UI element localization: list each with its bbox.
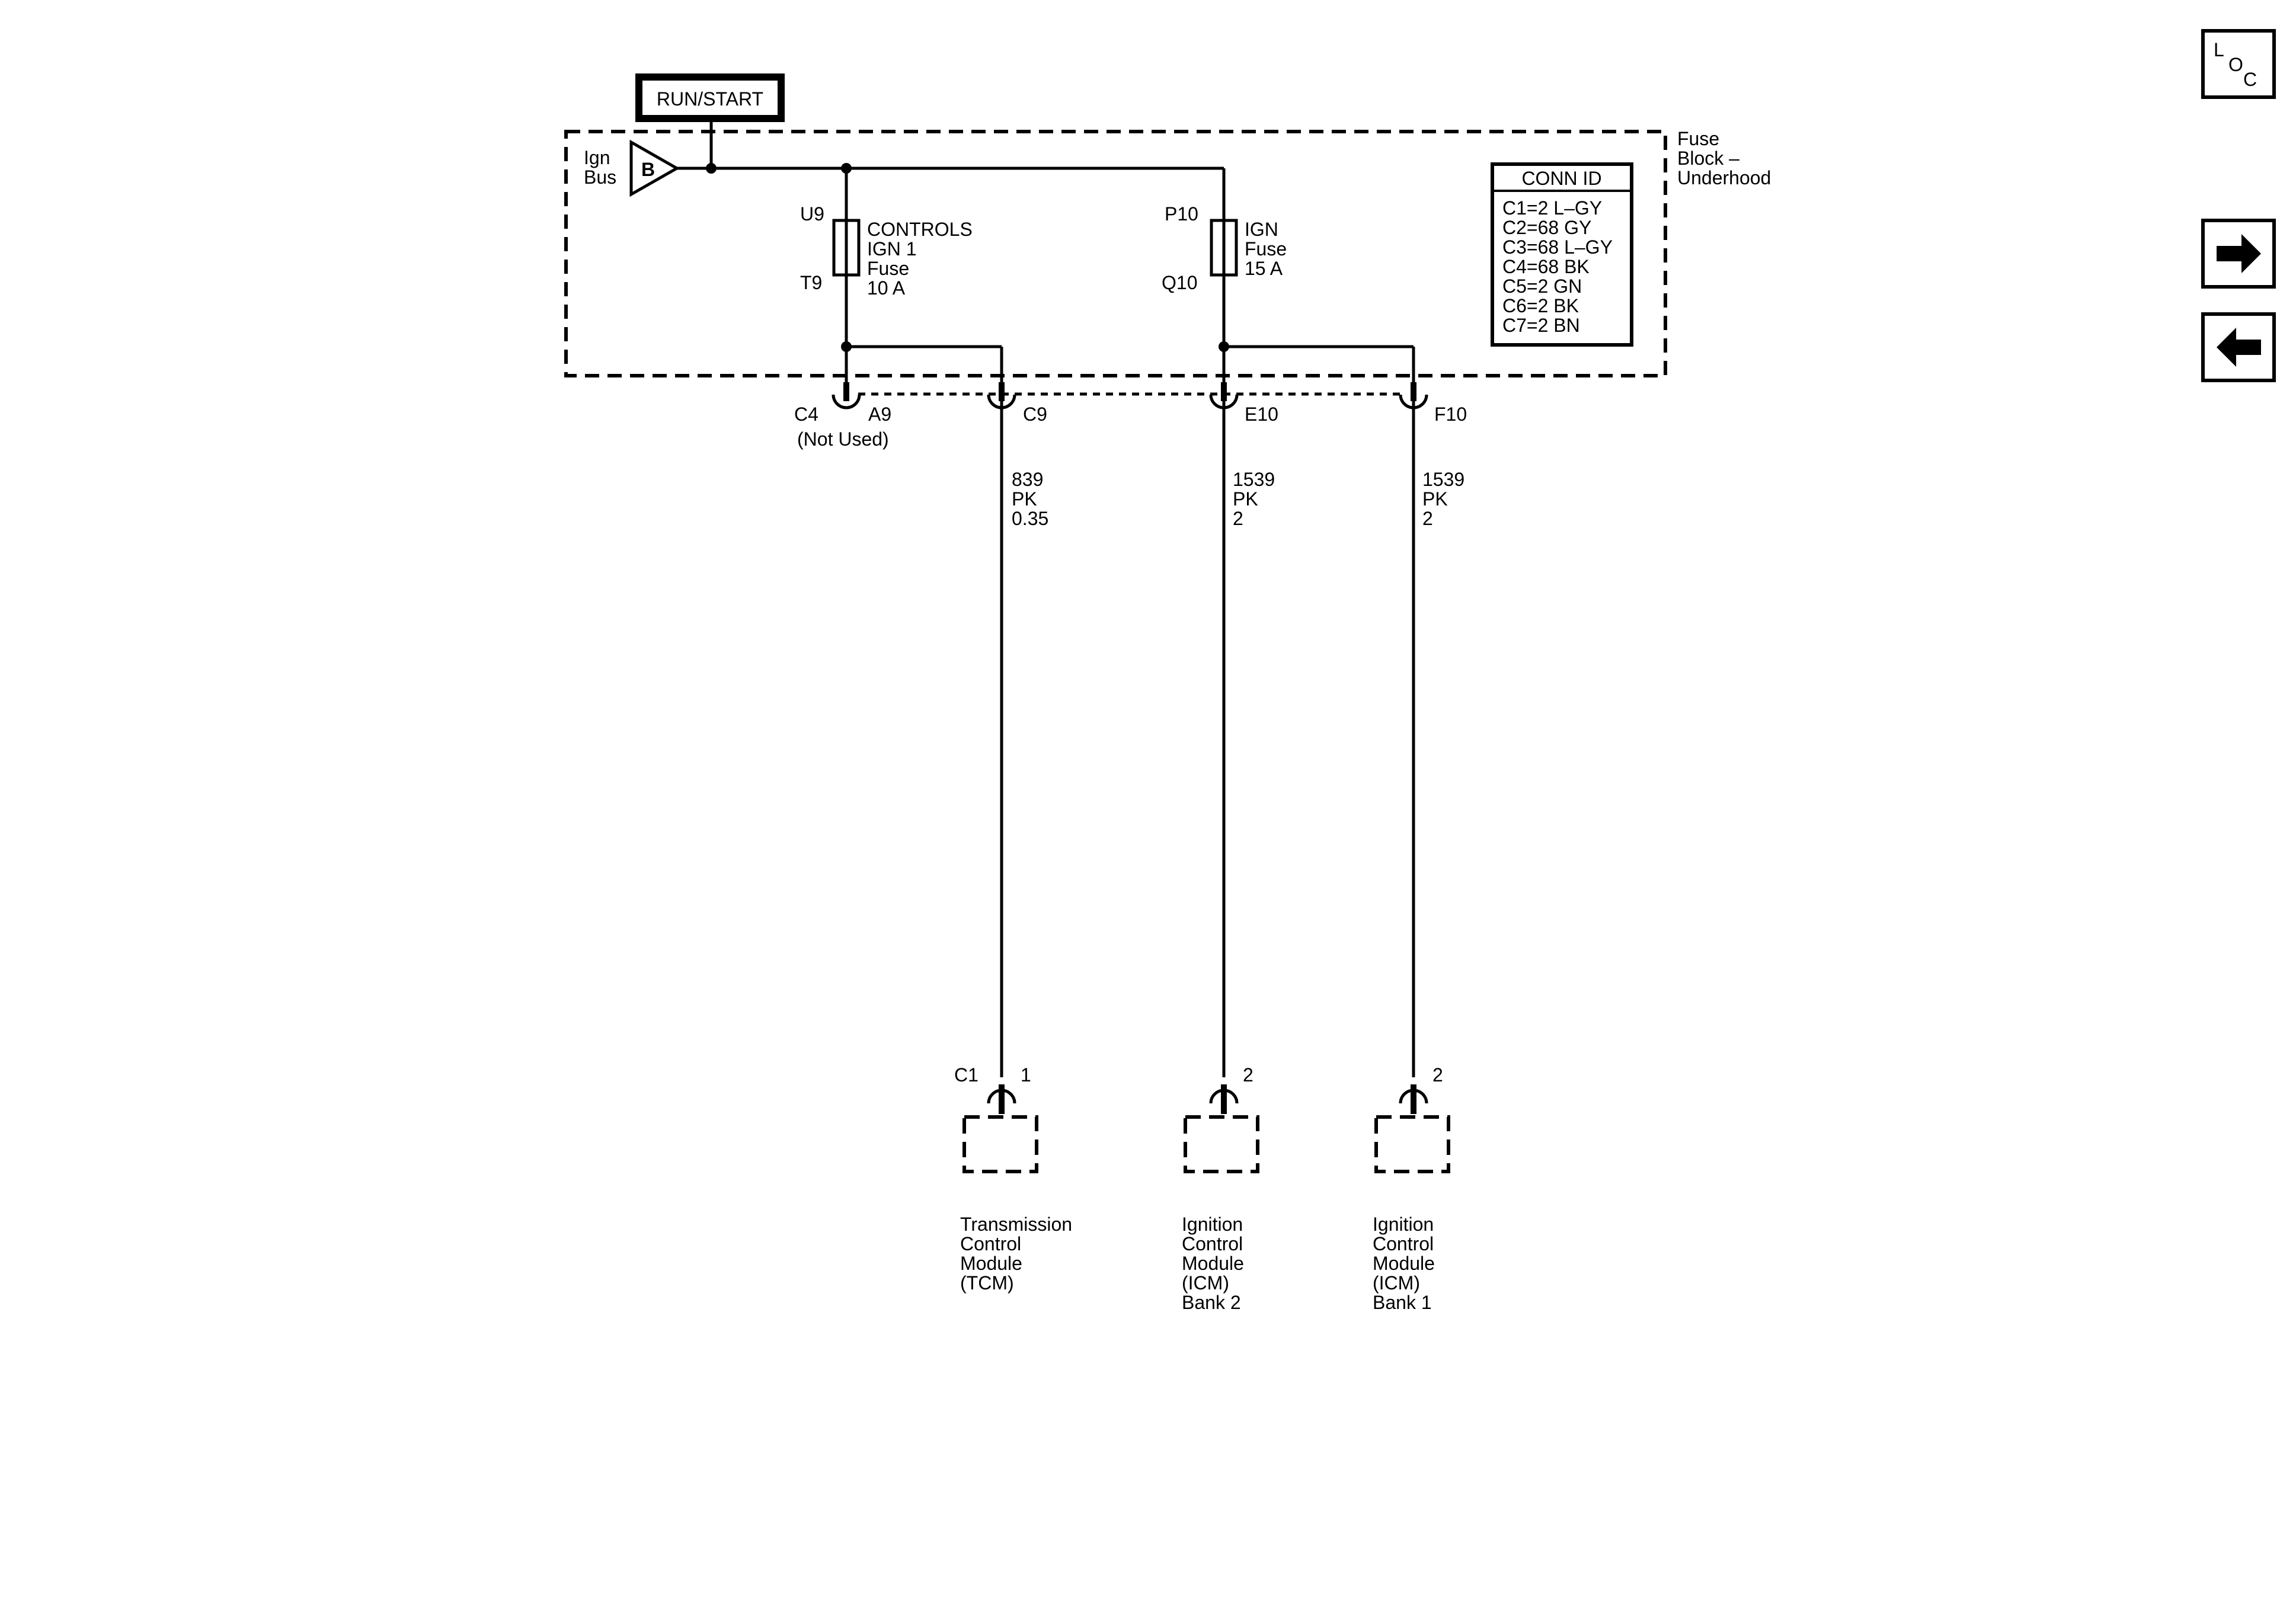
icm-bank1-name-line: Control (1373, 1233, 1434, 1254)
conn-id-title: CONN ID (1521, 168, 1601, 189)
bus-label-line1: Ign (584, 147, 610, 168)
pin-label-c4: C4 (794, 404, 818, 425)
next-page-button[interactable] (2201, 219, 2276, 289)
wire1-gauge: 0.35 (1012, 508, 1048, 529)
icm-bank1-name-line: Ignition (1373, 1214, 1434, 1235)
pin-label-f10: F10 (1434, 404, 1467, 425)
conn-id-row: C2=68 GY (1502, 217, 1591, 238)
fuse2-label-line2: Fuse (1245, 238, 1287, 260)
icm-bank2-name-line: Module (1182, 1253, 1244, 1274)
fuse2-top-terminal: P10 (1165, 203, 1198, 225)
tcm-connector-label: C1 (954, 1064, 978, 1086)
power-source-text: RUN/START (657, 88, 763, 110)
fuse1-top-terminal: U9 (800, 203, 824, 225)
pin-label-a9: A9 (868, 404, 891, 425)
fuse-block-pin-labels: C4 A9 (Not Used) C9 E10 F10 (794, 404, 1467, 450)
icm-bank1-name-line: Module (1373, 1253, 1435, 1274)
wire3-circuit: 1539 (1422, 469, 1464, 490)
wire3-color: PK (1422, 488, 1448, 510)
tcm-name-line: (TCM) (960, 1272, 1014, 1294)
wire-label-839: 839 PK 0.35 (1012, 469, 1048, 529)
bus-wires (677, 119, 1226, 220)
wire-label-1539-b: 1539 PK 2 (1422, 469, 1464, 529)
fuse-block-label-line3: Underhood (1677, 167, 1771, 188)
tcm-pin-label: 1 (1021, 1064, 1031, 1086)
loc-letter-c: C (2243, 69, 2257, 90)
loc-button[interactable]: L O C (2201, 29, 2276, 99)
fuse-controls-ign1: U9 T9 CONTROLS IGN 1 Fuse 10 A (800, 203, 973, 299)
icm-bank2-name-line: Ignition (1182, 1214, 1243, 1235)
circuit-wires (1000, 401, 1415, 1077)
icm-bank1-name-line: Bank 1 (1373, 1292, 1432, 1313)
icm-bank2-name-line: Control (1182, 1233, 1243, 1254)
fuse-block-label-line2: Block – (1677, 148, 1739, 169)
icm-bank1-pin-label: 2 (1432, 1064, 1443, 1086)
fuse1-bottom-terminal: T9 (800, 272, 822, 293)
fuse-ign: P10 Q10 IGN Fuse 15 A (1162, 203, 1287, 293)
conn-id-row: C4=68 BK (1502, 256, 1590, 277)
fuse-block-terminals (832, 382, 1428, 409)
fuse1-label-line3: Fuse (867, 258, 909, 279)
arrow-right-icon (2217, 234, 2261, 273)
bus-label-line2: Bus (584, 167, 616, 188)
arrow-left-icon (2217, 328, 2261, 367)
icm-bank1-name-line: (ICM) (1373, 1272, 1420, 1294)
ignition-bus: Ign Bus B (584, 139, 680, 197)
conn-id-row: C3=68 L–GY (1502, 236, 1613, 258)
fuse2-label-line3: 15 A (1245, 258, 1283, 279)
power-source-label: RUN/START (635, 73, 785, 122)
pin-label-not-used: (Not Used) (797, 428, 889, 450)
fuse-block-label: Fuse Block – Underhood (1677, 128, 1771, 188)
tcm-name-line: Control (960, 1233, 1021, 1254)
wire-label-1539-a: 1539 PK 2 (1233, 469, 1275, 529)
module-icm-bank1: Ignition Control Module (ICM) Bank 1 (1373, 1115, 1450, 1313)
fuse2-bottom-terminal: Q10 (1162, 272, 1197, 293)
conn-id-row: C1=2 L–GY (1502, 197, 1602, 219)
fuse-block-outline (564, 130, 1667, 377)
pin-label-e10: E10 (1245, 404, 1278, 425)
conn-id-row: C7=2 BN (1502, 315, 1580, 336)
conn-id-row: C6=2 BK (1502, 295, 1579, 316)
pin-label-c9: C9 (1023, 404, 1047, 425)
wire2-color: PK (1233, 488, 1258, 510)
icm-bank2-name-line: Bank 2 (1182, 1292, 1241, 1313)
icm-bank2-name-line: (ICM) (1182, 1272, 1229, 1294)
wire1-circuit: 839 (1012, 469, 1043, 490)
fuse1-label-line1: CONTROLS (867, 219, 973, 240)
tcm-name-line: Module (960, 1253, 1022, 1274)
fuse-block-label-line1: Fuse (1677, 128, 1719, 149)
conn-id-row: C5=2 GN (1502, 276, 1582, 297)
fuse1-label-line4: 10 A (867, 277, 906, 299)
tcm-name-line: Transmission (960, 1214, 1072, 1235)
wire2-gauge: 2 (1233, 508, 1243, 529)
module-pin-labels: C1 1 2 2 (954, 1064, 1443, 1086)
bus-triangle-icon (629, 139, 680, 197)
wire2-circuit: 1539 (1233, 469, 1275, 490)
fuse-output-wires (841, 275, 1415, 386)
loc-letter-o: O (2228, 54, 2243, 75)
previous-page-button[interactable] (2201, 312, 2276, 382)
loc-letter-l: L (2214, 39, 2224, 60)
fuse1-label-line2: IGN 1 (867, 238, 917, 260)
icm-bank2-pin-label: 2 (1243, 1064, 1253, 1086)
module-icm-bank2: Ignition Control Module (ICM) Bank 2 (1182, 1115, 1259, 1313)
conn-id-table: CONN ID C1=2 L–GY C2=68 GY C3=68 L–GY C4… (1491, 162, 1633, 347)
module-connector-terminals (987, 1084, 1428, 1114)
wire3-gauge: 2 (1422, 508, 1433, 529)
bus-symbol-letter: B (641, 159, 655, 180)
wire1-color: PK (1012, 488, 1037, 510)
module-tcm: Transmission Control Module (TCM) (960, 1115, 1072, 1294)
fuse2-label-line1: IGN (1245, 219, 1278, 240)
